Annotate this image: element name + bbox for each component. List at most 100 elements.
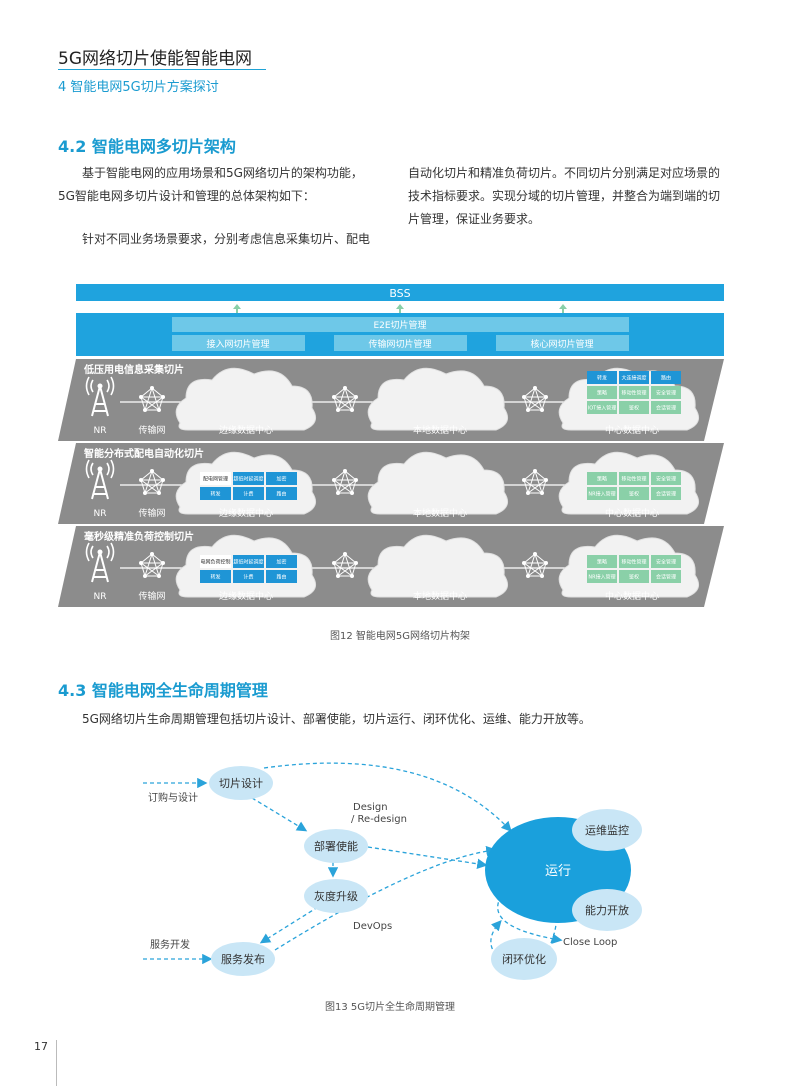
function-cell [233,555,264,568]
function-cell-label: 鉴权 [629,405,639,412]
function-cell [619,472,649,485]
function-cell [266,472,297,485]
section-4-3-heading: 4.3 智能电网全生命周期管理 [58,681,268,700]
function-cell [200,570,231,583]
deploy-node: 部署使能 [314,839,358,853]
function-cell [200,472,231,485]
transport-label: 传输网 [138,507,165,519]
transport-label: 传输网 [138,590,165,602]
function-cell [266,555,297,568]
devops-label: DevOps [353,921,392,932]
bss-bar [76,284,724,301]
function-cell [651,472,681,485]
function-cell [587,570,617,583]
section-4-2-col1-paragraph1: 基于智能电网的应用场景和5G网络切片的架构功能，5G智能电网多切片设计和管理的总… [58,166,363,203]
function-cell-label: 转发 [210,491,220,498]
core-management-label: 核心网切片管理 [530,338,593,350]
function-cell-label: 安全管理 [656,476,676,483]
document-title: 5G网络切片使能智能电网 [58,49,252,69]
function-cell-label: 移动性管理 [621,390,646,397]
up-arrows [233,304,567,314]
design-loop-label: Design [353,802,388,813]
design-node: 切片设计 [219,777,263,790]
function-cell-label: 安全管理 [656,559,676,566]
core-management-box [496,335,629,351]
function-cell [587,472,617,485]
lifecycle-arrows [143,762,563,965]
function-cell [233,472,264,485]
dev-label: 服务开发 [150,938,190,951]
section-4-3-paragraph: 5G网络切片生命周期管理包括切片设计、部署使能，切片运行、闭环优化、运维、能力开… [82,712,591,726]
e2e-management-box [172,317,629,332]
function-cell-label: IOT接入管理 [588,405,616,412]
redesign-label: / Re-design [351,814,407,825]
figure-12-caption: 图12 智能电网5G网络切片构架 [329,631,470,642]
header-divider [58,69,266,70]
nr-label: NR [94,426,107,436]
function-cell [651,401,681,414]
function-cell [233,570,264,583]
core-function-grid: 策略移动性管理安全管理NR接入管理鉴权会话管理 [587,472,681,500]
function-cell-label: NR接入管理 [588,491,615,498]
function-cell [619,371,649,384]
slice-distribution-automation: 智能分布式配电自动化切片 NR 传输网 边缘数据中心 本地数据中心 中心数据中心… [58,443,724,524]
function-cell [651,371,681,384]
function-cell [200,555,231,568]
release-node: 服务发布 [221,952,265,966]
function-cell-label: 配电网管理 [203,476,228,483]
function-cell [619,555,649,568]
function-cell-label: 转发 [597,375,607,382]
function-cell-label: 策略 [597,390,607,397]
lifecycle-diagram: 切片设计 部署使能 灰度升级 服务发布 运行 运维监控 能力开放 闭环优化 订购… [143,762,642,980]
core-function-grid: 转发大连接调度路由策略移动性管理安全管理IOT接入管理鉴权会话管理 [587,371,681,414]
page-number: 17 [34,1040,48,1053]
function-cell-label: 路由 [276,491,286,498]
function-cell-label: 加密 [276,476,286,483]
page-number-divider [56,1040,57,1086]
transport-management-box [334,335,467,351]
function-cell [587,371,617,384]
function-cell [200,487,231,500]
run-node: 运行 [545,864,571,879]
order-label: 订购与设计 [148,791,198,804]
function-cell-label: 移动性管理 [621,559,646,566]
function-cell [651,386,681,399]
function-cell [651,570,681,583]
slice-load-control: 毫秒级精准负荷控制切片 NR 传输网 边缘数据中心 本地数据中心 中心数据中心 … [58,526,724,607]
function-cell-label: 超低时延调度 [233,559,263,566]
edge-dc-label: 边缘数据中心 [219,590,273,602]
edge-dc-label: 边缘数据中心 [219,424,273,436]
closeloop-label: Close Loop [563,937,617,948]
core-function-grid: 策略移动性管理安全管理NR接入管理鉴权会话管理 [587,555,681,583]
function-cell-label: 计费 [243,491,253,498]
slice-title: 智能分布式配电自动化切片 [84,447,204,460]
function-cell-label: 路由 [661,375,671,382]
monitor-node: 运维监控 [585,823,629,837]
chapter-subtitle: 4 智能电网5G切片方案探讨 [58,80,219,95]
slice-title: 低压用电信息采集切片 [83,363,184,376]
function-cell-label: 鉴权 [629,574,639,581]
slice-title: 毫秒级精准负荷控制切片 [84,530,194,543]
function-cell-label: 策略 [597,476,607,483]
loop-node: 闭环优化 [502,952,546,966]
nr-label: NR [94,509,107,519]
function-cell-label: 转发 [210,574,220,581]
slice-info-collection: 低压用电信息采集切片 NR 传输网 边缘数据中心 本地数据中心 中心数据中心 转… [58,359,724,441]
edge-function-grid: 配电网管理超低时延调度 加密转发 计费 路由 [200,472,297,500]
section-4-2-heading: 4.2 智能电网多切片架构 [58,137,236,156]
function-cell [266,487,297,500]
function-cell [651,487,681,500]
upgrade-node: 灰度升级 [314,889,358,903]
function-cell-label: 电网负荷控制 [200,559,230,566]
function-cell-label: 会话管理 [656,405,676,412]
function-cell [619,386,649,399]
central-dc-label: 中心数据中心 [605,590,659,602]
function-cell-label: 超低时延调度 [233,476,263,483]
section-4-2-col2-paragraph: 自动化切片和精准负荷切片。不同切片分别满足对应场景的技术指标要求。实现分域的切片… [408,166,721,226]
function-cell-label: NR接入管理 [588,574,615,581]
transport-label: 传输网 [138,424,165,436]
local-dc-label: 本地数据中心 [413,507,467,519]
function-cell-label: 大连接调度 [621,375,646,382]
function-cell-label: 加密 [276,559,286,566]
function-cell-label: 会话管理 [656,491,676,498]
